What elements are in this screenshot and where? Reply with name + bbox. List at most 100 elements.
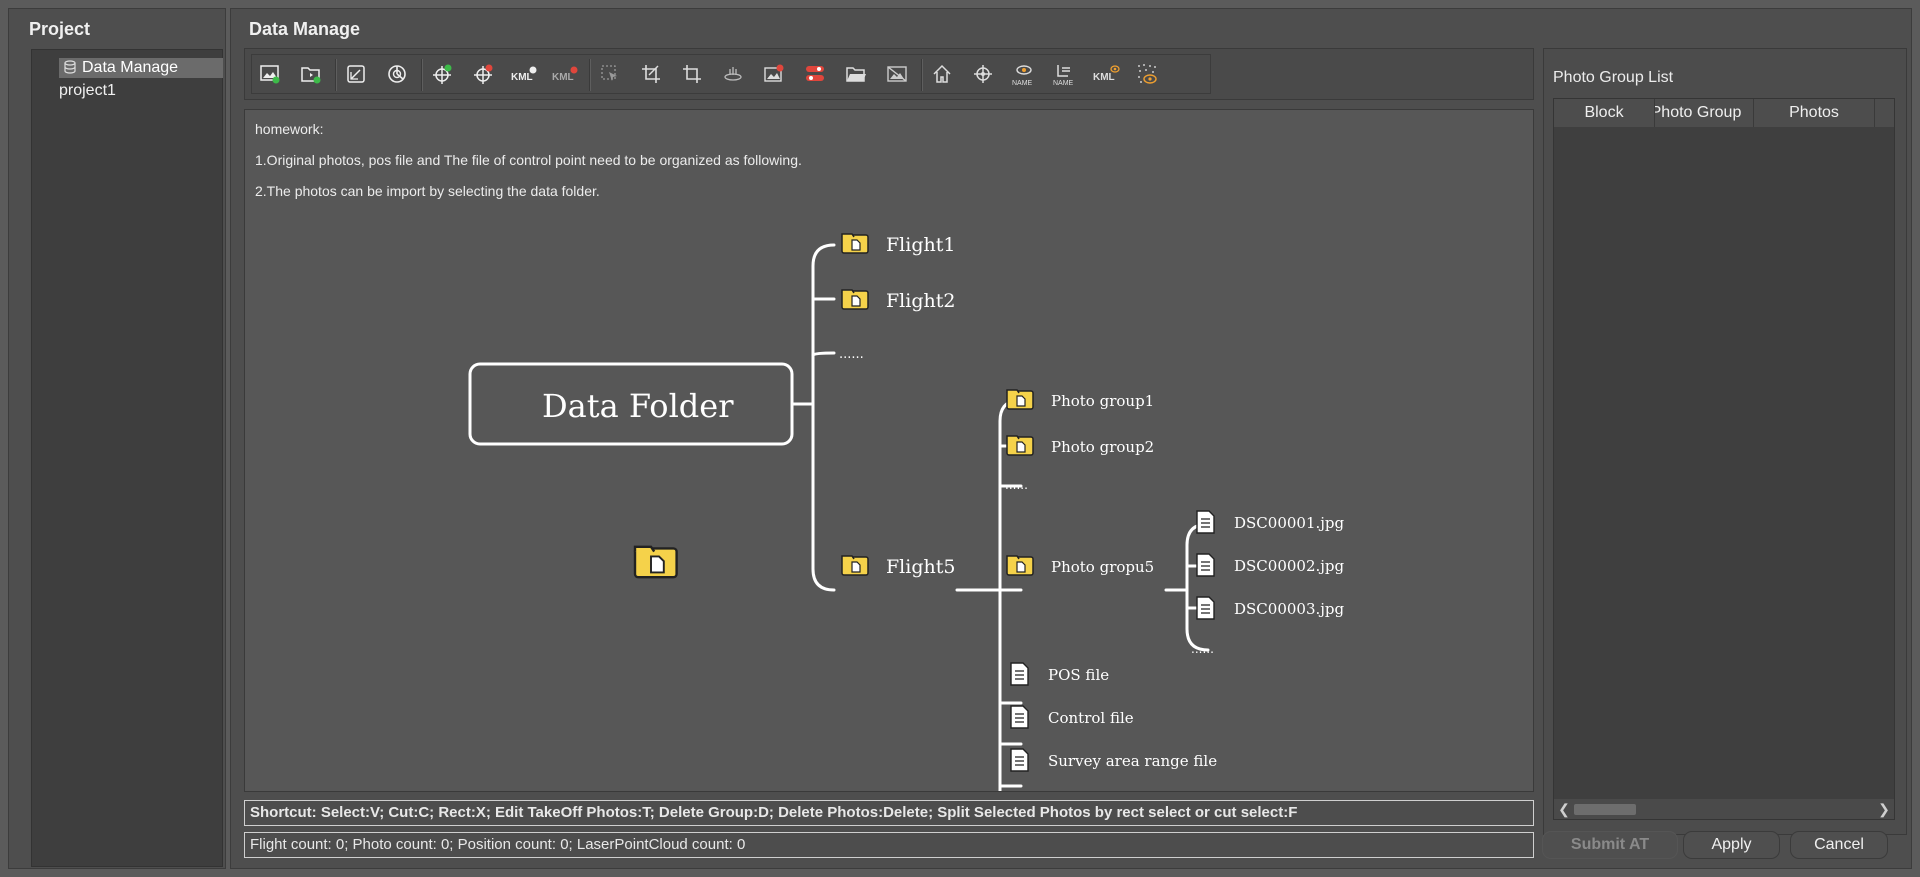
kml-import-button[interactable]: KML bbox=[509, 59, 539, 89]
photo-group1-folder-icon bbox=[1006, 389, 1034, 410]
folder-structure-diagram: Data Folder Flight1 Flight2 ...... Fligh… bbox=[468, 233, 1345, 791]
kml-delete-button[interactable]: KML bbox=[550, 59, 580, 89]
delete-control-point-button[interactable] bbox=[468, 59, 498, 89]
point-cloud-view-icon bbox=[1138, 64, 1157, 84]
column-header-photo-group[interactable]: Photo Group bbox=[1655, 99, 1754, 127]
hide-photos-icon bbox=[887, 66, 907, 82]
database-icon bbox=[64, 60, 76, 74]
center-button[interactable] bbox=[968, 59, 998, 89]
photo-group-table[interactable]: Block Photo Group Photos ❮ ❯ bbox=[1553, 98, 1895, 820]
photo-group5-label: Photo gropu5 bbox=[1051, 558, 1154, 576]
photo1-label: DSC00001.jpg bbox=[1234, 514, 1345, 532]
submit-at-button[interactable]: Submit AT bbox=[1542, 831, 1678, 859]
flight1-folder-icon bbox=[841, 233, 869, 254]
import-folder-icon bbox=[301, 67, 321, 84]
photo1-file-icon bbox=[1196, 510, 1215, 534]
control-file-icon bbox=[1010, 705, 1029, 729]
scroll-right-icon[interactable]: ❯ bbox=[1878, 801, 1890, 817]
project-panel-title: Project bbox=[29, 19, 91, 39]
add-control-point-button[interactable] bbox=[427, 59, 457, 89]
photo2-file-icon bbox=[1196, 553, 1215, 577]
rect-tool-button[interactable] bbox=[677, 59, 707, 89]
toolbar: KML KML NAME NAME KML bbox=[244, 48, 1534, 100]
hide-photos-button[interactable] bbox=[882, 59, 912, 89]
open-folder-icon bbox=[846, 67, 866, 82]
cancel-button[interactable]: Cancel bbox=[1790, 831, 1888, 859]
flight1-label: Flight1 bbox=[886, 234, 955, 256]
import-photos-icon bbox=[260, 65, 280, 84]
tree-item-label: Data Manage bbox=[82, 59, 179, 76]
takeoff-icon bbox=[724, 67, 742, 81]
survey-file-label: Survey area range file bbox=[1048, 752, 1217, 770]
pos-file-label: POS file bbox=[1048, 666, 1109, 684]
add-control-point-icon bbox=[433, 64, 452, 84]
tree-item-project1[interactable]: project1 bbox=[59, 82, 116, 99]
select-cursor-icon bbox=[601, 65, 617, 81]
tree-item-data-manage[interactable]: Data Manage bbox=[59, 58, 223, 78]
apply-button[interactable]: Apply bbox=[1683, 831, 1780, 859]
statistics-button[interactable] bbox=[382, 59, 412, 89]
open-folder-button[interactable] bbox=[841, 59, 871, 89]
center-icon bbox=[974, 65, 992, 83]
edit-photos-icon bbox=[347, 65, 365, 83]
delete-control-point-icon bbox=[474, 64, 493, 84]
edit-photos-button[interactable] bbox=[341, 59, 371, 89]
import-photos-button[interactable] bbox=[255, 59, 285, 89]
toolbar-group: KML KML NAME NAME KML bbox=[251, 54, 1211, 94]
takeoff-button[interactable] bbox=[718, 59, 748, 89]
column-header-photos[interactable]: Photos bbox=[1754, 99, 1875, 127]
scroll-left-icon[interactable]: ❮ bbox=[1558, 801, 1570, 817]
name-edit-button[interactable]: NAME bbox=[1050, 59, 1080, 89]
instructions-line-2: 2.The photos can be import by selecting … bbox=[255, 183, 600, 199]
svg-text:NAME: NAME bbox=[1053, 80, 1074, 87]
photo-delete-icon bbox=[764, 64, 784, 82]
kml-view-button[interactable]: KML bbox=[1091, 59, 1121, 89]
flight-more-label: ...... bbox=[839, 347, 864, 362]
photo-group2-label: Photo group2 bbox=[1051, 438, 1154, 456]
kml-delete-icon: KML bbox=[552, 66, 578, 83]
point-cloud-view-button[interactable] bbox=[1132, 59, 1162, 89]
photo3-label: DSC00003.jpg bbox=[1234, 600, 1345, 618]
column-header-block[interactable]: Block bbox=[1554, 99, 1655, 127]
page-title: Data Manage bbox=[249, 19, 361, 39]
delete-photos-button[interactable] bbox=[759, 59, 789, 89]
control-file-label: Control file bbox=[1048, 709, 1134, 727]
photo-group2-folder-icon bbox=[1006, 435, 1034, 456]
select-tool-button[interactable] bbox=[595, 59, 625, 89]
cut-tool-button[interactable] bbox=[636, 59, 666, 89]
crop-icon bbox=[642, 65, 660, 83]
name-edit-icon: NAME bbox=[1053, 65, 1074, 87]
toggle-icon bbox=[806, 66, 824, 81]
pos-file-icon bbox=[1010, 662, 1029, 686]
rect-crop-icon bbox=[683, 65, 701, 83]
photo-group1-label: Photo group1 bbox=[1051, 392, 1154, 410]
name-show-button[interactable]: NAME bbox=[1009, 59, 1039, 89]
data-structure-canvas: homework: 1.Original photos, pos file an… bbox=[244, 109, 1534, 792]
project-panel: Project Data Manage project1 bbox=[8, 8, 226, 869]
photo-group-table-header: Block Photo Group Photos bbox=[1554, 99, 1894, 127]
group-more-label: ...... bbox=[1005, 478, 1028, 492]
pie-chart-icon bbox=[388, 65, 406, 83]
flight5-folder-icon bbox=[841, 555, 869, 576]
svg-text:NAME: NAME bbox=[1012, 80, 1033, 87]
name-show-icon: NAME bbox=[1012, 65, 1033, 87]
home-icon bbox=[933, 64, 951, 83]
home-button[interactable] bbox=[927, 59, 957, 89]
scrollbar-thumb[interactable] bbox=[1574, 804, 1636, 815]
svg-text:KML: KML bbox=[1093, 72, 1115, 83]
status-bar: Flight count: 0; Photo count: 0; Positio… bbox=[244, 832, 1534, 858]
photo-group-panel: Photo Group List Block Photo Group Photo… bbox=[1543, 48, 1907, 835]
photo3-file-icon bbox=[1196, 596, 1215, 620]
instructions-line-1: 1.Original photos, pos file and The file… bbox=[255, 152, 802, 168]
toggle-button[interactable] bbox=[800, 59, 830, 89]
data-manage-panel: Data Manage KML KML NAME NA bbox=[230, 8, 1912, 869]
flight2-label: Flight2 bbox=[886, 290, 955, 312]
project-tree[interactable]: Data Manage project1 bbox=[31, 49, 223, 867]
horizontal-scrollbar[interactable]: ❮ ❯ bbox=[1554, 799, 1894, 819]
instructions-heading: homework: bbox=[255, 121, 324, 137]
import-folder-button[interactable] bbox=[296, 59, 326, 89]
flight2-folder-icon bbox=[841, 289, 869, 310]
root-folder-label: Data Folder bbox=[542, 387, 734, 425]
photo-group5-folder-icon bbox=[1006, 555, 1034, 576]
photo2-label: DSC00002.jpg bbox=[1234, 557, 1345, 575]
